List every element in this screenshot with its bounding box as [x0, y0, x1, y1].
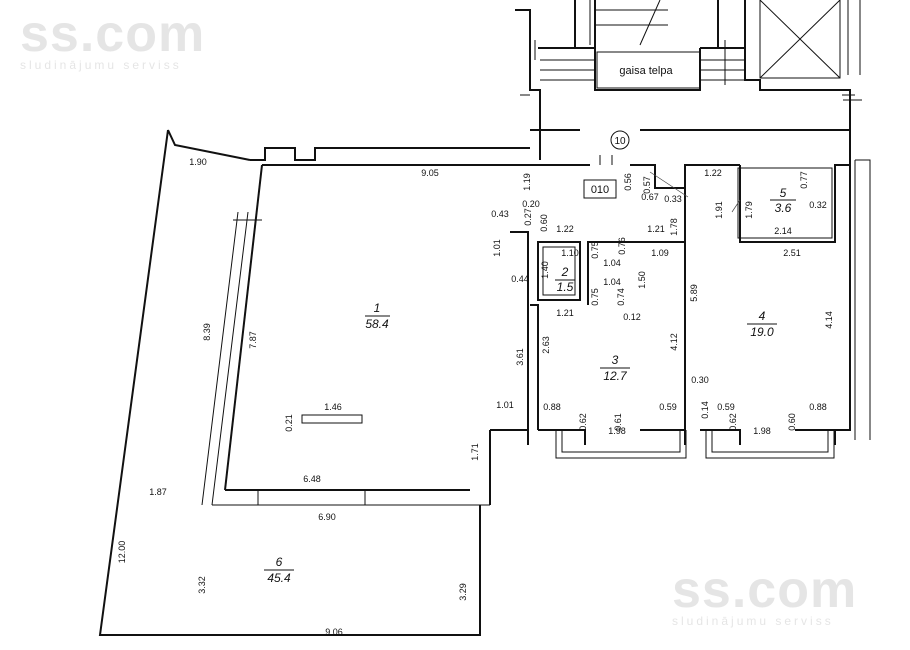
dimension-label: 1.71: [470, 443, 480, 461]
watermark-bottom-right: ss.com sludinājumu serviss: [672, 561, 858, 628]
room-number: 3: [612, 353, 619, 367]
dimension-label: 0.21: [284, 414, 294, 432]
dimension-label: 5.89: [689, 284, 699, 302]
axis-marker: 10: [610, 130, 630, 150]
dimension-label: 9.05: [421, 168, 439, 178]
dimension-label: 0.60: [787, 413, 797, 431]
dimension-label: 9.06: [325, 627, 343, 637]
dimension-label: 1.10: [561, 248, 579, 258]
building-walls: [98, 0, 871, 636]
room-area: 3.6: [775, 201, 792, 215]
room-number: 5: [780, 186, 787, 200]
dimension-label: 0.27: [523, 208, 533, 226]
dimension-label: 0.59: [659, 402, 677, 412]
dimension-label: 1.21: [556, 308, 574, 318]
dimension-label: 0.88: [809, 402, 827, 412]
dimension-label: 1.21: [647, 224, 665, 234]
dimension-label: 0.60: [539, 214, 549, 232]
dimension-label: 0.62: [578, 413, 588, 431]
dimension-label: 1.46: [324, 402, 342, 412]
dimension-label: 0.88: [543, 402, 561, 412]
watermark-top-left: ss.com sludinājumu serviss: [20, 5, 206, 72]
room-area: 58.4: [365, 317, 389, 331]
room-number: 1: [374, 301, 381, 315]
dimension-label: 8.39: [202, 323, 212, 341]
flat-code-box: 010: [583, 179, 617, 199]
room-area: 12.7: [603, 369, 628, 383]
dimension-label: 0.77: [799, 171, 809, 189]
dimension-label: 0.56: [623, 173, 633, 191]
dimension-label: 1.98: [608, 426, 626, 436]
dimension-label: 1.01: [492, 239, 502, 257]
watermark-tagline: sludinājumu serviss: [20, 58, 182, 72]
flat-code: 010: [591, 184, 609, 196]
room-number: 6: [276, 555, 283, 569]
dimension-label: 1.04: [603, 277, 621, 287]
room-labels: 1 58.4 2 1.5 3 12.7 4 19.0 5 3.6 6 45.4: [264, 186, 796, 585]
dimension-label: 0.32: [809, 200, 827, 210]
dimension-label: 0.57: [642, 176, 652, 194]
dimension-label: 0.44: [511, 274, 529, 284]
dimension-label: 2.51: [783, 248, 801, 258]
dimension-label: 2.63: [541, 336, 551, 354]
dimension-label: 1.90: [189, 157, 207, 167]
dimension-label: 3.29: [458, 583, 468, 601]
dimension-label: 0.61: [613, 413, 623, 431]
dimension-label: 3.61: [515, 348, 525, 366]
dimension-label: 1.01: [496, 400, 514, 410]
dimension-label: 1.98: [753, 426, 771, 436]
dimension-label: 0.12: [623, 312, 641, 322]
dimension-label: 1.19: [522, 173, 532, 191]
dimension-label: 0.33: [664, 194, 682, 204]
dimension-label: 1.04: [603, 258, 621, 268]
dimension-label: 1.91: [714, 201, 724, 219]
dimension-label: 0.67: [641, 192, 659, 202]
stair-label: gaisa telpa: [619, 65, 673, 77]
room-area: 19.0: [750, 325, 774, 339]
room-number: 2: [561, 265, 569, 279]
dimension-labels: 1.90 9.05 1.19 0.56 0.57 1.22 0.67 0.33 1.91 1.79…: [117, 157, 834, 637]
dimension-label: 1.87: [149, 487, 167, 497]
dimension-label: 1.40: [540, 261, 550, 279]
room-number: 4: [759, 309, 766, 323]
dimension-label: 0.20: [522, 199, 540, 209]
dimension-label: 7.87: [248, 331, 258, 349]
dimension-label: 1.22: [704, 168, 722, 178]
dimension-label: 0.76: [617, 237, 627, 255]
room-area: 1.5: [557, 280, 574, 294]
dimension-label: 1.78: [669, 218, 679, 236]
dimension-label: 0.59: [717, 402, 735, 412]
watermark-brand: ss.com: [20, 5, 206, 63]
dimension-label: 0.14: [700, 401, 710, 419]
dimension-label: 0.75: [590, 288, 600, 306]
dimension-label: 4.12: [669, 333, 679, 351]
dimension-label: 1.09: [651, 248, 669, 258]
dimension-label: 1.22: [556, 224, 574, 234]
dimension-label: 6.48: [303, 474, 321, 484]
watermark-brand: ss.com: [672, 561, 858, 619]
watermark-tagline: sludinājumu serviss: [672, 614, 834, 628]
dimension-label: 0.74: [616, 288, 626, 306]
dimension-label: 12.00: [117, 541, 127, 564]
dimension-label: 6.90: [318, 512, 336, 522]
dimension-label: 0.43: [491, 209, 509, 219]
dimension-label: 1.79: [744, 201, 754, 219]
axis-marker-label: 10: [614, 136, 626, 147]
dimension-label: 0.75: [590, 241, 600, 259]
dimension-label: 2.14: [774, 226, 792, 236]
dimension-label: 4.14: [824, 311, 834, 329]
room-area: 45.4: [267, 571, 291, 585]
dimension-label: 0.30: [691, 375, 709, 385]
dimension-label: 3.32: [197, 576, 207, 594]
dimension-label: 1.50: [637, 271, 647, 289]
dimension-label: 0.62: [728, 413, 738, 431]
